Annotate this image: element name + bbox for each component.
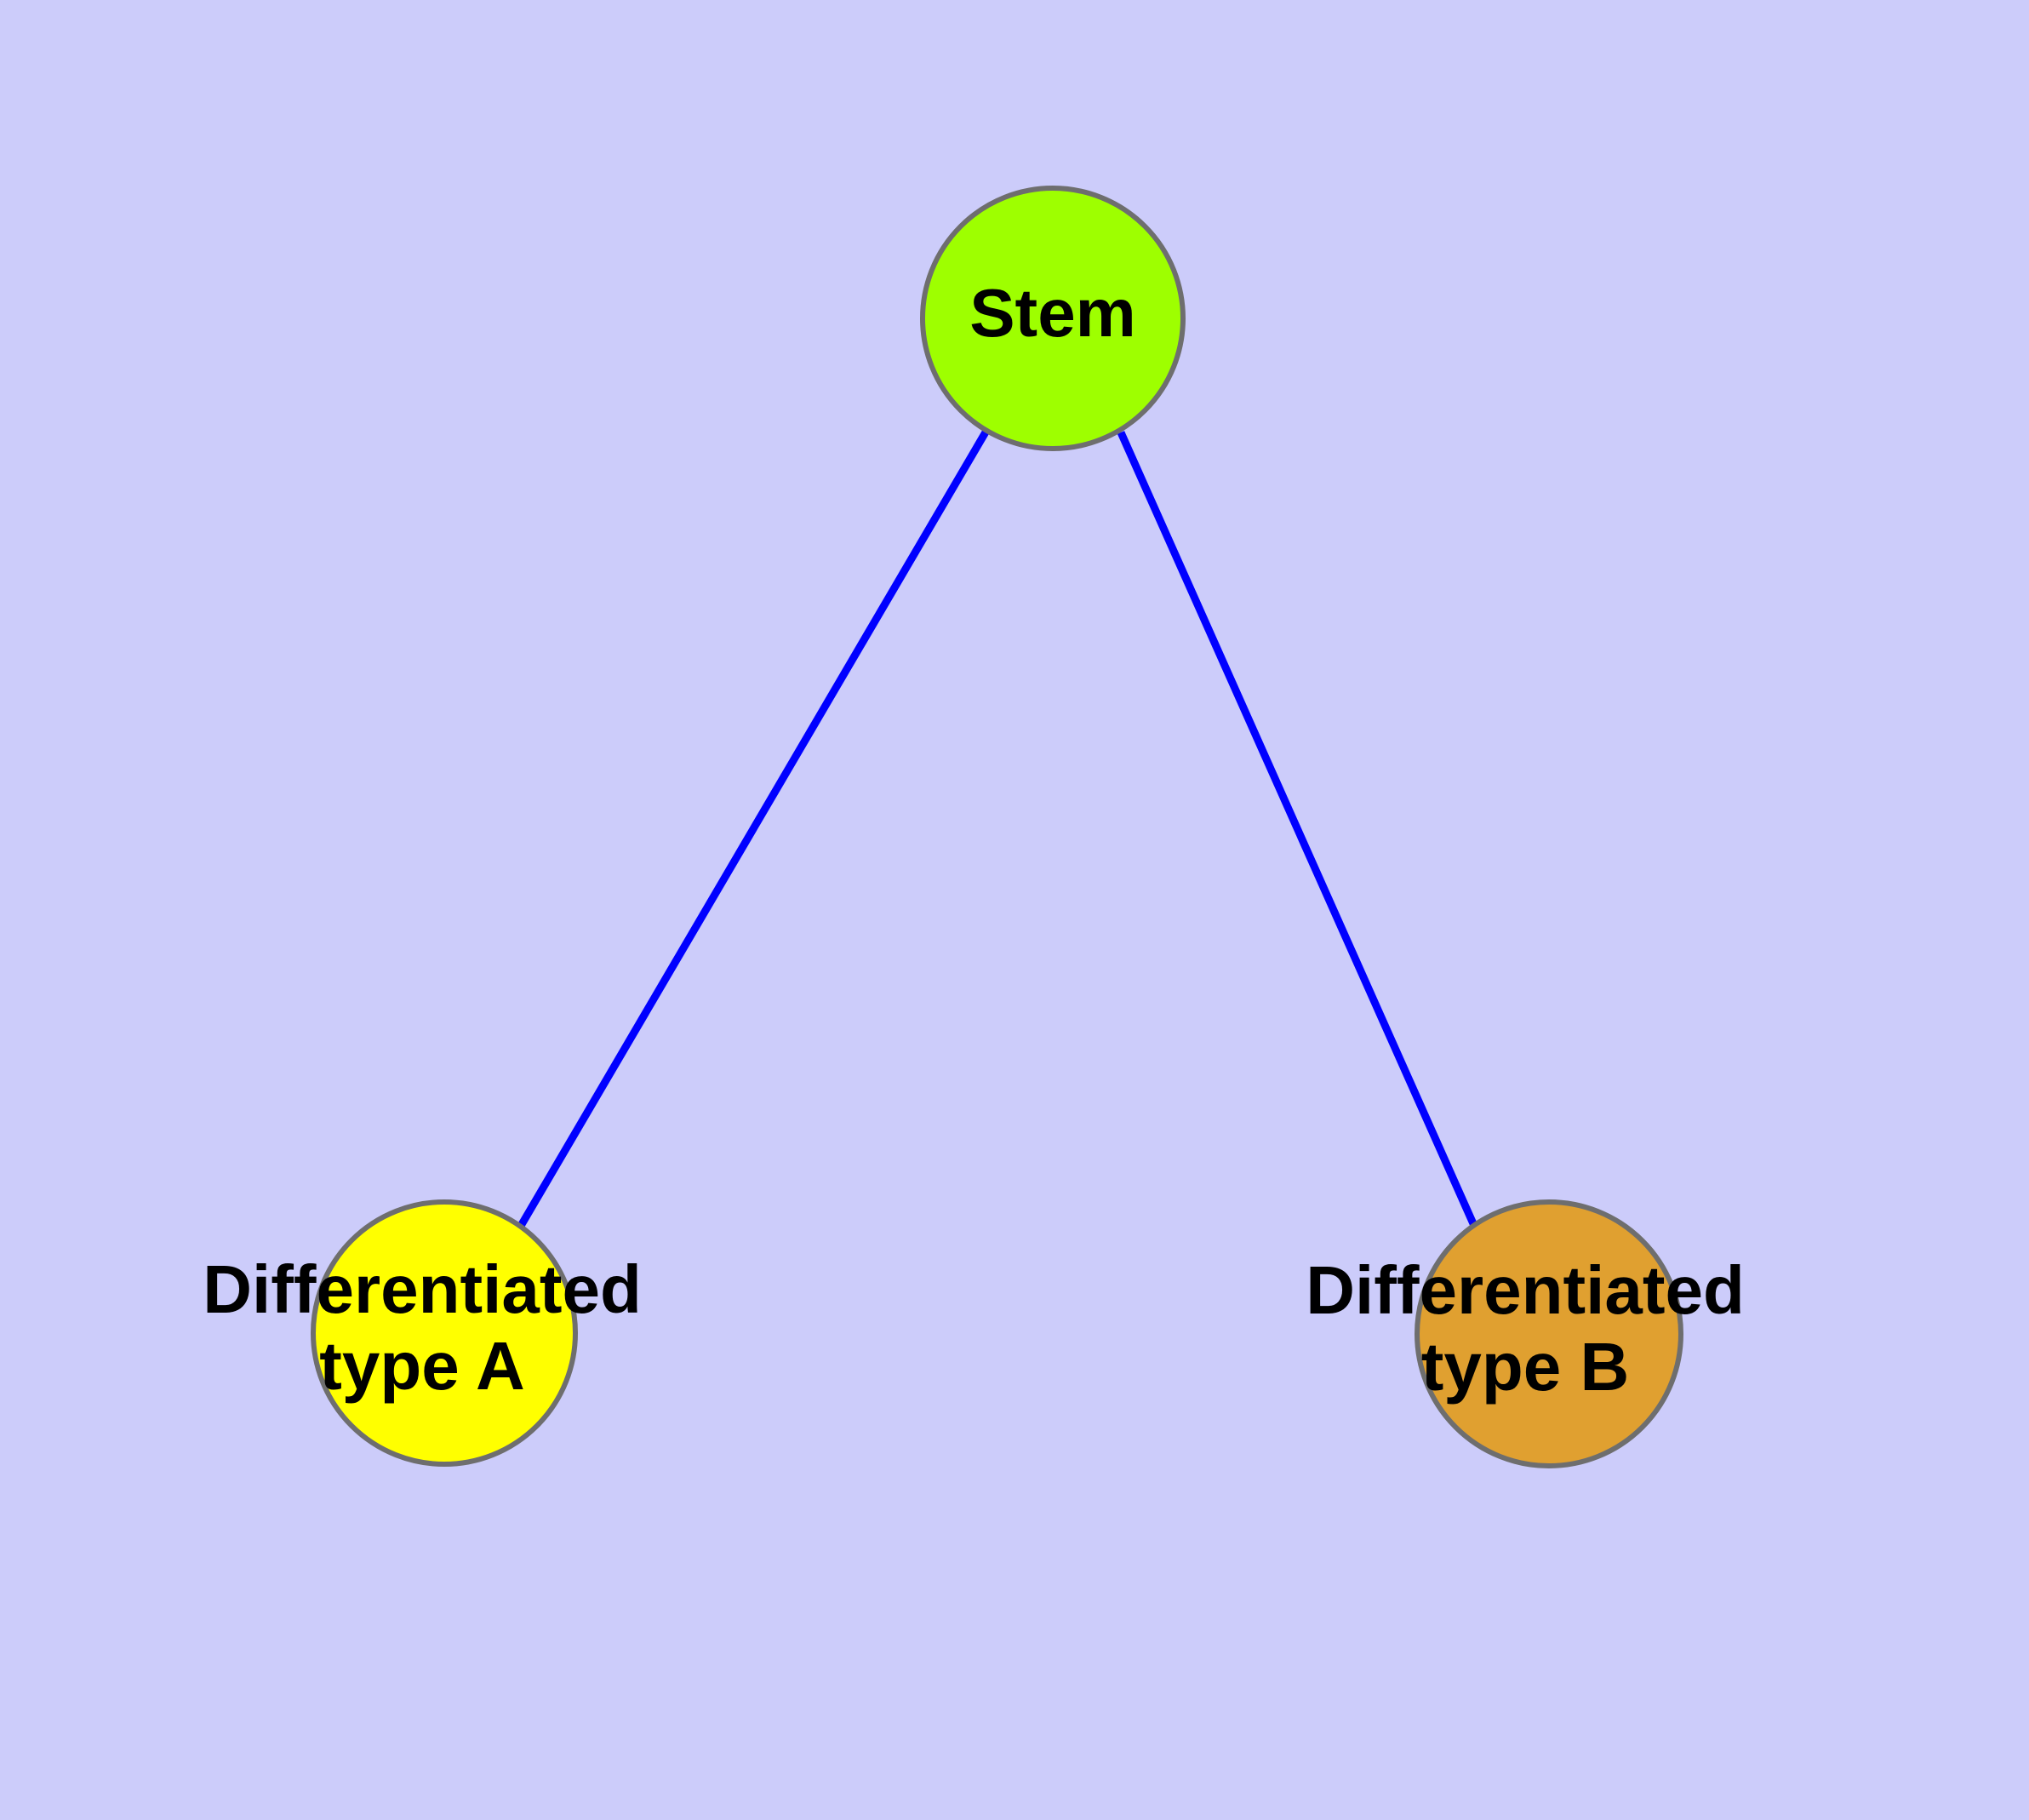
edge-stem-to-diff-b[interactable]: [1117, 431, 1479, 1229]
node-label-line: type B: [1421, 1329, 1630, 1405]
node-label-stem: Stem: [969, 275, 1136, 351]
node-label-line: Stem: [969, 275, 1136, 351]
node-label-line: type A: [319, 1328, 525, 1404]
node-stem[interactable]: [920, 186, 1186, 451]
nodes-layer: [311, 186, 1683, 1468]
edge-stem-to-diff-a[interactable]: [517, 428, 990, 1228]
node-label-line: Differentiated: [203, 1251, 642, 1327]
node-diff-a[interactable]: [311, 1199, 578, 1467]
node-label-line: Differentiated: [1306, 1252, 1745, 1328]
edges-layer: [517, 428, 1479, 1229]
node-diff-b[interactable]: [1415, 1199, 1683, 1468]
